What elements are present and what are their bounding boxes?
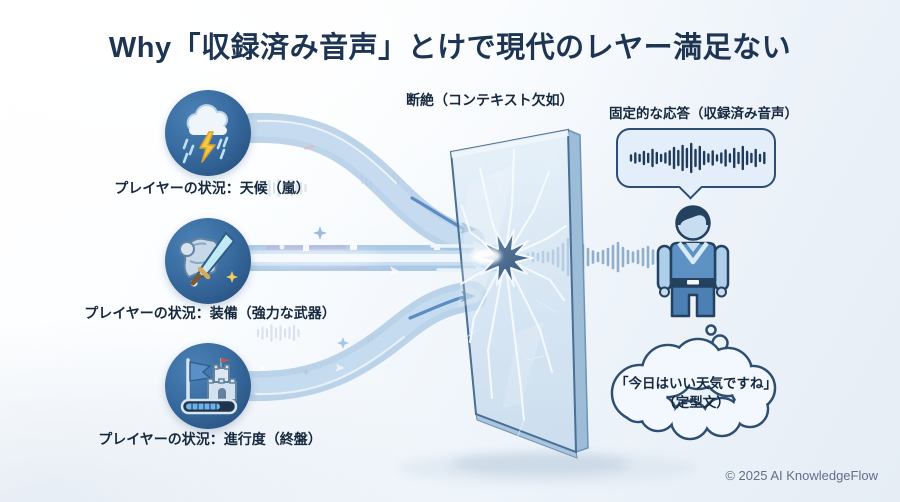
player-state-equipment <box>165 218 251 304</box>
thought-line2: （定型文） <box>662 395 730 410</box>
thought-cloud-icon <box>610 324 777 441</box>
beam-glow <box>240 249 380 267</box>
player-state-weather <box>165 90 251 176</box>
waveform-icon <box>629 142 766 174</box>
player-state-progress <box>165 343 251 429</box>
sparkle-icon <box>313 226 327 240</box>
player-state-progress-label: プレイヤーの状況：進行度（終盤） <box>98 431 322 447</box>
chevron-arrow-icon <box>335 364 345 372</box>
barrier-label: 断絶（コンテキスト欠如） <box>406 92 574 108</box>
page-title: Why「収録済み音声」とけで現代のレヤー満足ない <box>108 32 792 64</box>
sparkle-icon <box>337 337 349 349</box>
player-state-weather-label: プレイヤーの状況：天候（嵐） <box>114 180 310 196</box>
copyright: © 2025 AI KnowledgeFlow <box>725 468 878 483</box>
thought-text: 「今日はいい天気ですね」 （定型文） <box>606 374 786 412</box>
chevron-arrow-icon <box>390 266 399 276</box>
player-state-equipment-label: プレイヤーの状況：装備（強力な武器） <box>84 305 336 321</box>
sparkle-icon <box>226 271 238 283</box>
armor-sword-icon <box>179 232 238 287</box>
sparkle-icon <box>302 368 310 376</box>
speech-bubble <box>616 128 776 200</box>
castle-progress-icon <box>180 358 238 415</box>
faint-waveform-icon <box>256 324 300 342</box>
person-icon <box>656 205 730 318</box>
response-label: 固定的な応答（収録済み音声） <box>609 106 798 121</box>
cracked-glass-wall-icon <box>449 128 589 459</box>
thought-line1: 「今日はいい天気ですね」 <box>615 376 777 391</box>
hair <box>676 206 711 225</box>
storm-cloud-icon <box>182 104 229 164</box>
faint-waveform-icon <box>254 178 307 198</box>
